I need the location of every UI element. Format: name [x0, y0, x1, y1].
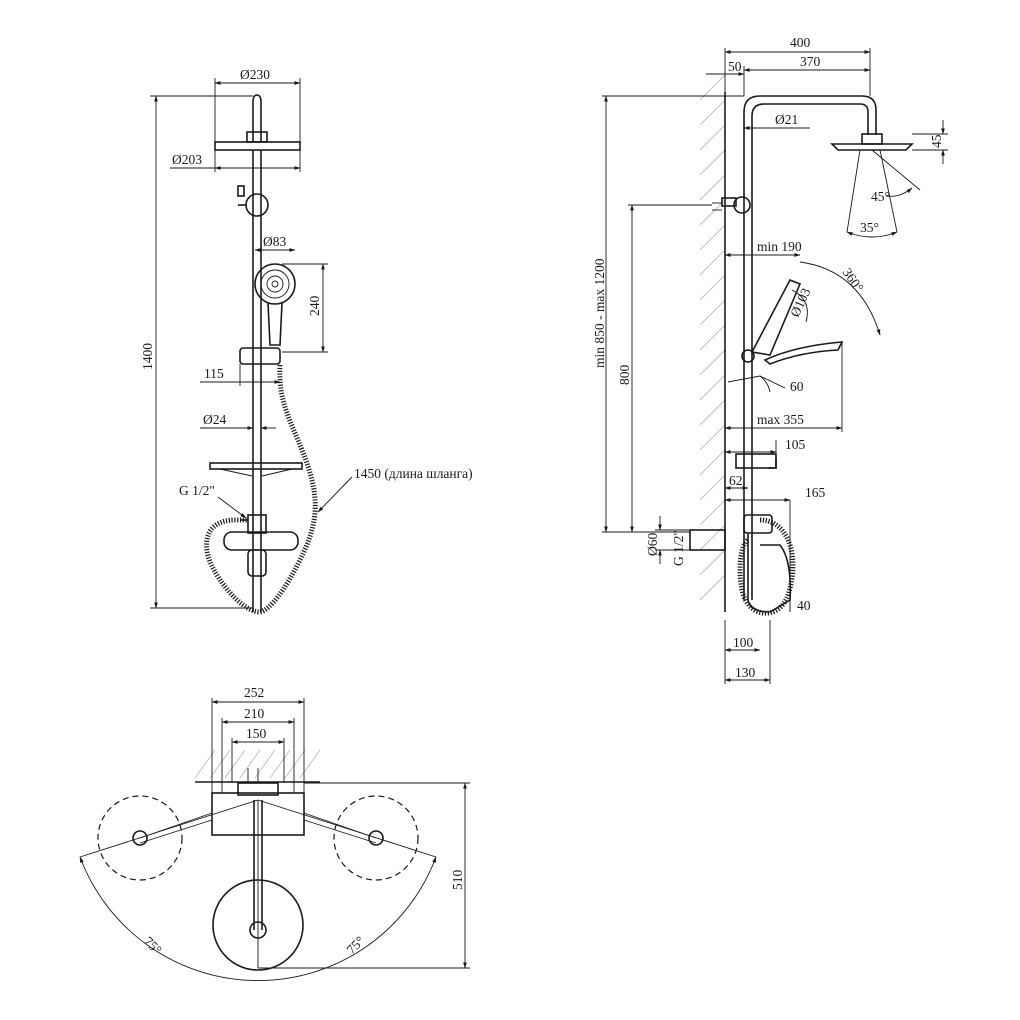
dim-hand-shower-height: 240	[307, 296, 322, 317]
label-spray-angle: 35°	[860, 220, 879, 235]
side-view: 400 50 370 Ø21 45 45° 35° min 850 - max …	[592, 35, 948, 684]
front-head-outline	[214, 141, 301, 151]
dim-depth: 510	[450, 870, 465, 891]
dim-wall-offset: 50	[728, 59, 742, 74]
dim-spout-height: 40	[797, 598, 811, 613]
side-slider	[735, 453, 777, 469]
top-hand-shower-left	[97, 795, 183, 881]
front-slider	[239, 347, 281, 365]
label-inlet-thread: G 1/2"	[179, 483, 215, 498]
dim-mixer-depth: 165	[805, 485, 826, 500]
dim-pipe-diameter-side: Ø21	[775, 112, 798, 127]
top-swing-arc	[79, 856, 437, 981]
label-tilt-angle: 45°	[871, 189, 890, 204]
label-inlet-thread-side: G 1/2"	[671, 530, 686, 566]
front-view: Ø230 Ø203 Ø83 240 1400 115 Ø24 G 1/2" 14…	[140, 67, 473, 615]
dim-head-diameter: Ø230	[240, 67, 270, 82]
side-mixer	[743, 514, 773, 534]
dim-slider-offset: 115	[204, 366, 224, 381]
dim-body-depth: 130	[735, 665, 756, 680]
top-hand-shower-right	[333, 795, 419, 881]
label-hose-length: 1450 (длина шланга)	[354, 466, 473, 481]
dim-total-reach: 400	[790, 35, 811, 50]
front-diverter	[245, 193, 269, 217]
side-shower-head	[830, 143, 914, 151]
side-holder	[741, 349, 755, 363]
side-hand-shower	[750, 278, 802, 356]
dim-pipe-diameter: Ø24	[203, 412, 226, 427]
front-shelf	[209, 462, 303, 470]
front-top-pipe	[252, 94, 262, 142]
dim-holder-angle: 60	[790, 379, 804, 394]
dim-width-outer: 252	[244, 685, 264, 700]
dim-height-range: min 850 - max 1200	[592, 258, 607, 368]
dim-total-height: 1400	[140, 343, 155, 370]
dim-arm-reach: 370	[800, 54, 821, 69]
dim-holder-max: max 355	[757, 412, 804, 427]
top-wall-hatch	[194, 749, 321, 779]
dim-spout-reach: 100	[733, 635, 754, 650]
dim-holder-min: min 190	[757, 239, 802, 254]
side-riser-arm	[743, 95, 877, 600]
label-angle-right: 75°	[344, 933, 368, 957]
label-rotation: 360°	[840, 265, 867, 295]
dim-shelf-depth: 105	[785, 437, 806, 452]
dim-head-thickness: 45	[929, 134, 944, 148]
dim-width-inner: 150	[246, 726, 267, 741]
dim-mount-height: 800	[617, 365, 632, 386]
dim-flange-diameter: Ø60	[645, 533, 660, 556]
front-hose	[204, 364, 318, 615]
top-view: 252 210 150 510 75° 75°	[79, 685, 470, 981]
dim-width-mid: 210	[244, 706, 265, 721]
front-hand-shower	[254, 263, 296, 305]
dim-mixer-center: 62	[729, 473, 743, 488]
dim-plate-diameter: Ø203	[172, 152, 202, 167]
label-hand-shower-diameter: Ø103	[787, 286, 813, 320]
dim-hand-shower-diameter: Ø83	[263, 234, 286, 249]
side-wall-hatch	[699, 74, 726, 601]
